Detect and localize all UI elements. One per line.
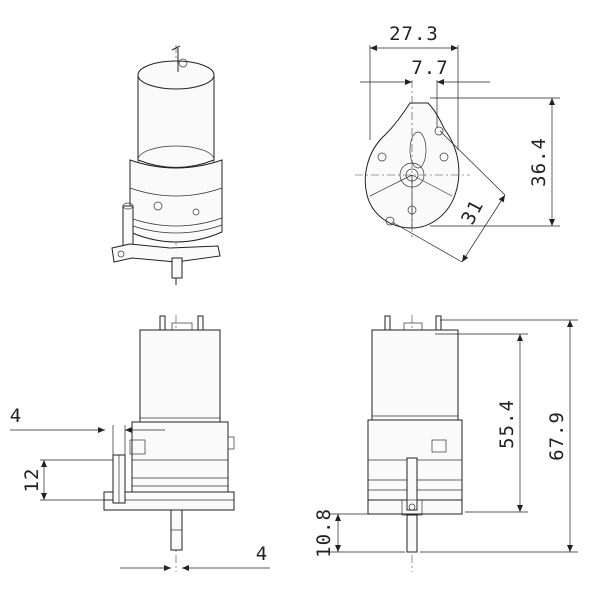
- dim-31: 31: [457, 196, 488, 228]
- dim-27-3: 27.3: [389, 23, 439, 45]
- top-view: 27.3 7.7 36.4 31: [355, 23, 560, 263]
- dim-4-left: 4: [10, 405, 22, 427]
- dim-4-bottom: 4: [256, 543, 268, 565]
- front-view: 55.4 67.9 10.8: [313, 315, 578, 572]
- dim-7-7: 7.7: [411, 57, 448, 79]
- dim-10-8: 10.8: [313, 508, 335, 558]
- dim-12: 12: [21, 468, 43, 493]
- isometric-view: [111, 45, 223, 285]
- side-view: 4 12 4: [10, 315, 270, 572]
- dim-55-4: 55.4: [496, 399, 518, 449]
- dim-67-9: 67.9: [546, 411, 568, 461]
- dim-36-4: 36.4: [528, 137, 550, 187]
